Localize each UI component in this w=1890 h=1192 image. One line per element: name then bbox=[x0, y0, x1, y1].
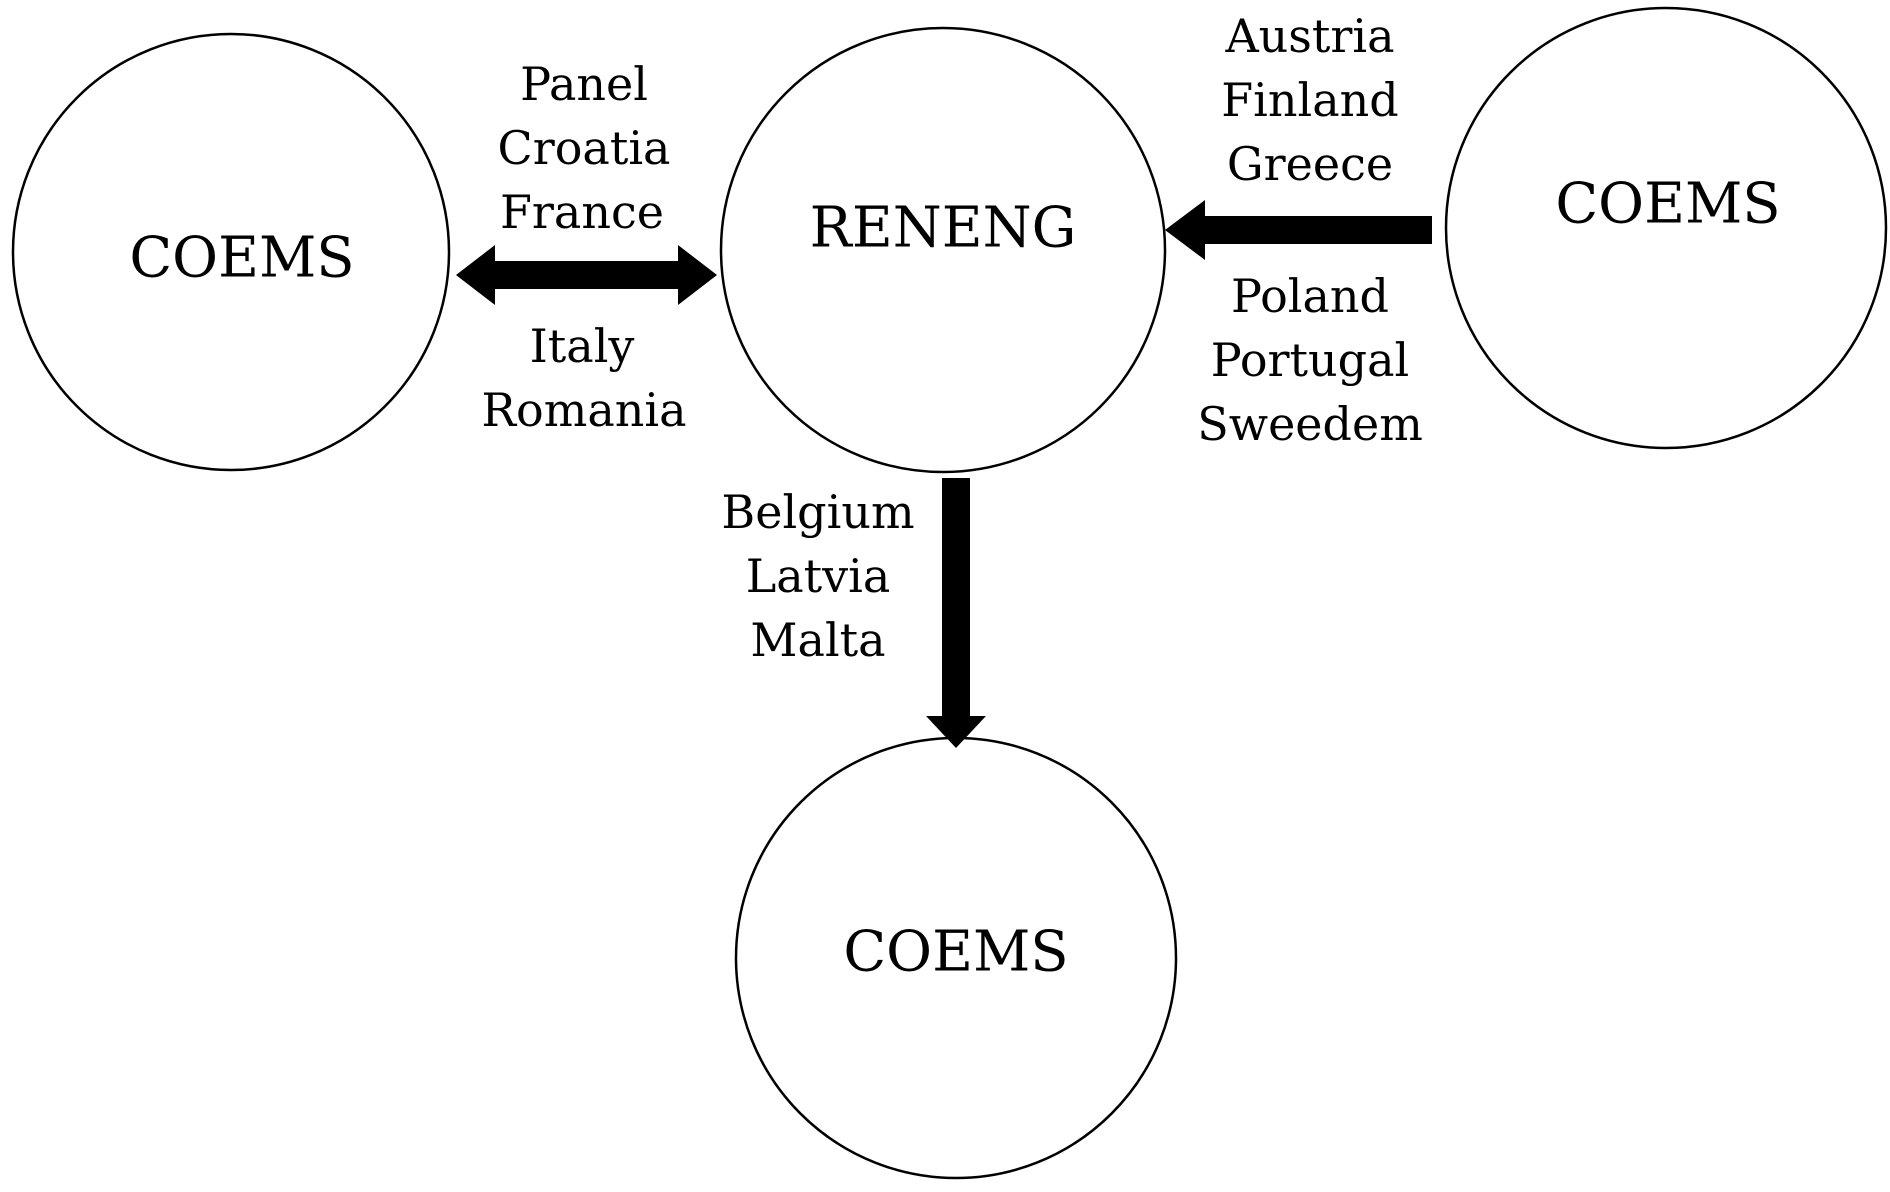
country-label: Finland bbox=[1221, 73, 1398, 127]
country-label: Greece bbox=[1227, 137, 1393, 191]
edge-right-to-center-arrow bbox=[1165, 200, 1432, 260]
country-label: Panel bbox=[520, 57, 648, 111]
edge-left-center-bidirectional-arrow bbox=[456, 245, 717, 305]
country-label: Poland bbox=[1231, 269, 1389, 323]
node-bottom-label: COEMS bbox=[843, 920, 1068, 985]
country-label: Portugal bbox=[1211, 333, 1409, 387]
node-bottom: COEMS bbox=[734, 736, 1178, 1180]
node-left: COEMS bbox=[11, 32, 451, 472]
edge-center-bottom-countries: Belgium Latvia Malta bbox=[721, 485, 914, 667]
node-right-circle bbox=[1444, 6, 1888, 450]
node-center-circle bbox=[719, 26, 1167, 474]
edge-left-center-countries-below: Italy Romania bbox=[481, 319, 686, 437]
node-center: RENENG bbox=[719, 26, 1167, 474]
node-right: COEMS bbox=[1444, 6, 1888, 450]
edge-center-to-bottom-arrow bbox=[926, 478, 986, 748]
country-label: Austria bbox=[1224, 9, 1394, 63]
country-label: France bbox=[500, 185, 664, 239]
edge-right-center-countries-above: Austria Finland Greece bbox=[1221, 9, 1398, 191]
country-label: Malta bbox=[750, 613, 885, 667]
country-label: Belgium bbox=[721, 485, 914, 539]
country-label: Italy bbox=[530, 319, 635, 373]
node-right-label: COEMS bbox=[1555, 172, 1780, 237]
country-label: Romania bbox=[481, 383, 686, 437]
edge-left-center-countries-above: Panel Croatia France bbox=[498, 57, 671, 239]
node-left-label: COEMS bbox=[129, 226, 354, 291]
country-label: Croatia bbox=[498, 121, 671, 175]
country-label: Latvia bbox=[746, 549, 891, 603]
edge-right-center-countries-below: Poland Portugal Sweedem bbox=[1197, 269, 1423, 451]
node-center-label: RENENG bbox=[810, 196, 1077, 261]
node-left-circle bbox=[11, 32, 451, 472]
country-label: Sweedem bbox=[1197, 397, 1423, 451]
